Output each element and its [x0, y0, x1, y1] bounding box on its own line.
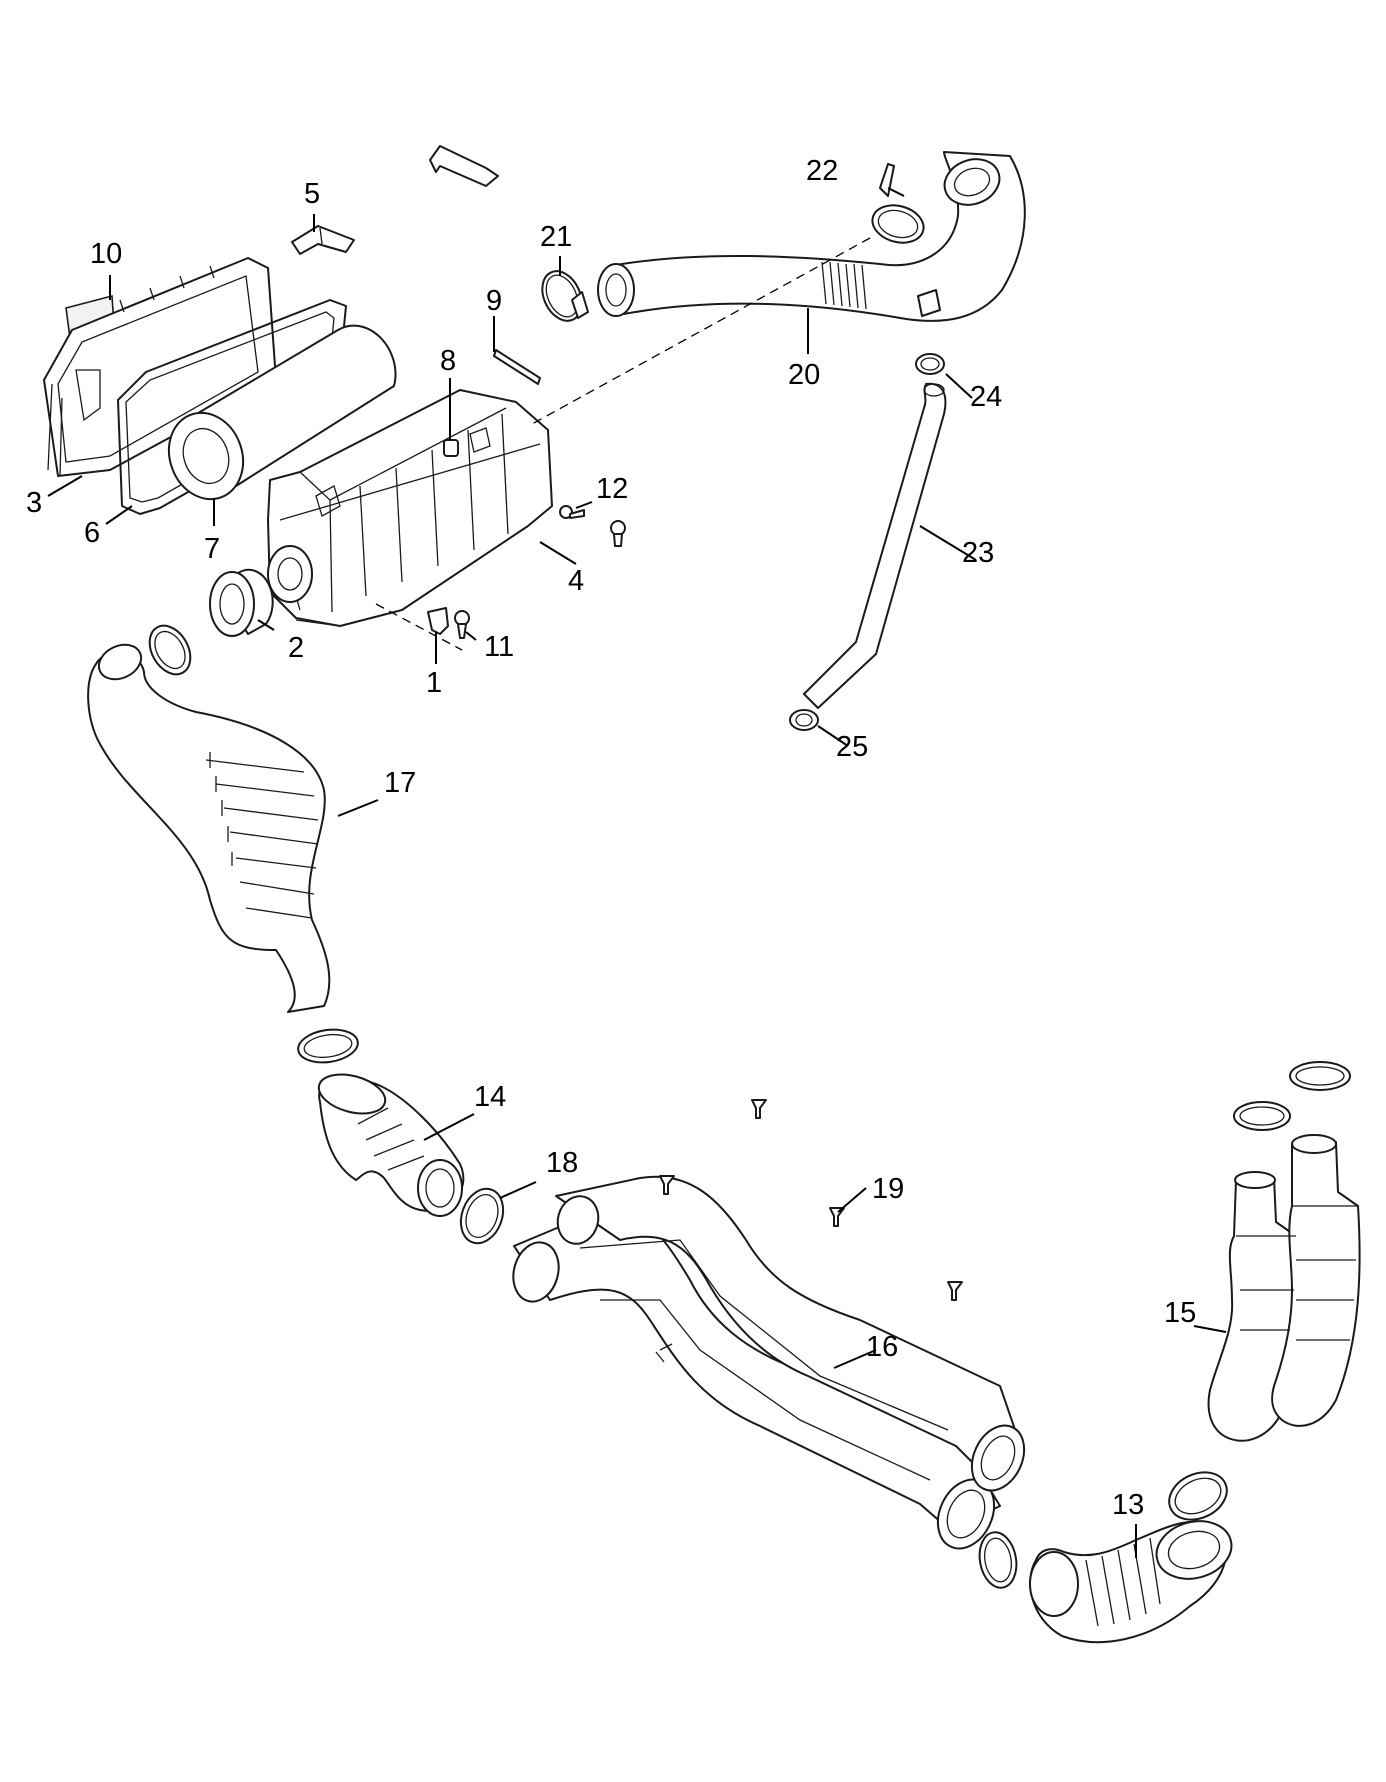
part-25-small-clamp[interactable] [789, 709, 819, 731]
callout-23: 23 [962, 537, 994, 569]
duct-17-upper-clamp[interactable] [141, 618, 198, 681]
leader-lines [47, 187, 1227, 1558]
callout-24: 24 [970, 381, 1002, 413]
part-5-bracket[interactable] [291, 225, 355, 255]
callout-13: 13 [1112, 1489, 1144, 1521]
callout-5: 5 [304, 178, 320, 210]
callout-14: 14 [474, 1081, 506, 1113]
part-14-elbow-hose[interactable] [314, 1068, 465, 1217]
part-13-elbow-hose[interactable] [1029, 1513, 1238, 1644]
part-21-clamp[interactable] [535, 265, 590, 327]
callout-11: 11 [484, 631, 514, 663]
callout-20: 20 [788, 359, 820, 391]
part-2-duct-adapter[interactable] [209, 568, 274, 637]
part-12-bolt[interactable] [559, 505, 626, 547]
callout-9: 9 [486, 285, 502, 317]
callout-25: 25 [836, 731, 868, 763]
part-15-twin-riser-duct[interactable] [1207, 1134, 1361, 1442]
callout-7: 7 [204, 533, 220, 565]
part-9-clip-strip[interactable] [493, 349, 541, 385]
callout-1: 1 [426, 667, 442, 699]
part-7-filter-element[interactable] [157, 324, 397, 510]
part-22-clamp[interactable] [868, 163, 928, 248]
duct-17-lower-clamp[interactable] [296, 1026, 360, 1066]
callout-16: 16 [866, 1331, 898, 1363]
part-23-breather-hose[interactable] [803, 382, 947, 709]
callout-15: 15 [1164, 1297, 1196, 1329]
part-17-intake-duct[interactable] [87, 638, 331, 1013]
duct-15-upper-clamps[interactable] [1233, 1061, 1351, 1131]
callout-22: 22 [806, 155, 838, 187]
part-16-twin-duct[interactable] [507, 1175, 1034, 1558]
upper-bracket[interactable] [429, 145, 499, 187]
callout-8: 8 [440, 345, 456, 377]
part-8-latch[interactable] [443, 439, 459, 457]
alignment-line-tube [531, 237, 871, 425]
part-20-intake-tube[interactable] [597, 151, 1026, 322]
part-11-bolt[interactable] [454, 610, 470, 639]
part-4-air-cleaner-housing[interactable] [267, 389, 553, 627]
callout-6: 6 [84, 517, 100, 549]
part-1-grommet[interactable] [427, 607, 449, 635]
callout-21: 21 [540, 221, 572, 253]
callout-19: 19 [872, 1173, 904, 1205]
callout-18: 18 [546, 1147, 578, 1179]
callout-3: 3 [26, 487, 42, 519]
part-24-small-clamp[interactable] [915, 353, 945, 375]
alignment-line-grommet [375, 603, 463, 651]
callout-10: 10 [90, 238, 122, 270]
callout-labels: 1 2 3 4 5 6 7 8 9 10 11 12 13 14 15 16 1… [26, 155, 1196, 1521]
part-18-clamp[interactable] [454, 1183, 511, 1249]
duct-15-lower-clamp[interactable] [1162, 1463, 1235, 1528]
callout-2: 2 [288, 632, 304, 664]
callout-12: 12 [596, 473, 628, 505]
duct-16-lower-clamp[interactable] [975, 1529, 1020, 1590]
callout-17: 17 [384, 767, 416, 799]
callout-4: 4 [568, 565, 584, 597]
